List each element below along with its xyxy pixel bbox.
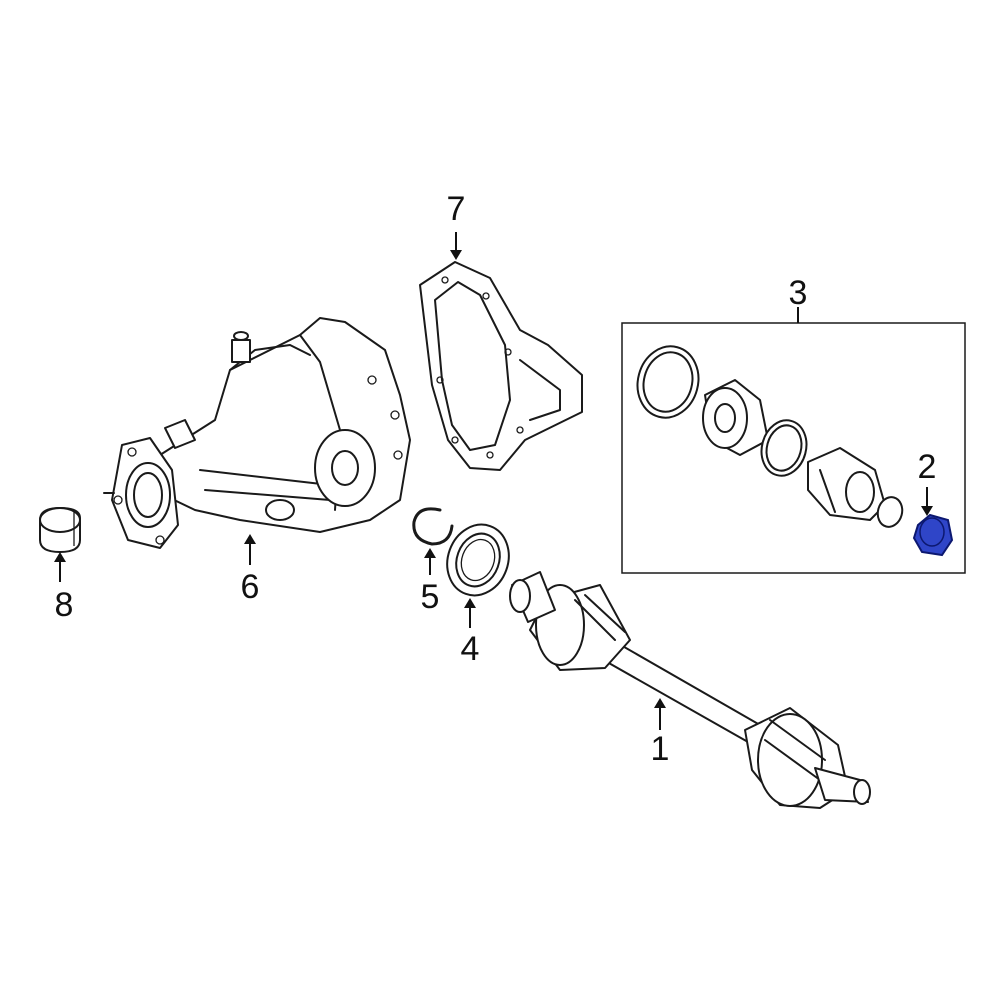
part-2-axle-nut[interactable] [912, 513, 954, 557]
callout-label-5: 5 [420, 578, 440, 616]
part-6-differential-housing[interactable] [103, 317, 411, 549]
callout-label-2: 2 [917, 448, 937, 486]
part-4-seal[interactable] [437, 516, 518, 604]
part-1-axle-shaft[interactable] [509, 571, 871, 809]
leader-arrows [54, 232, 933, 730]
part-7-cover-gasket[interactable] [419, 261, 583, 471]
part-8-bushing[interactable] [39, 507, 81, 553]
callout-label-1: 1 [650, 730, 670, 768]
part-5-snap-ring[interactable] [412, 507, 454, 546]
callout-label-4: 4 [460, 630, 480, 668]
callout-label-7: 7 [446, 190, 466, 228]
callout-label-3: 3 [788, 274, 808, 312]
callout-label-6: 6 [240, 568, 260, 606]
callout-label-8: 8 [54, 586, 74, 624]
part-3-boot-kit[interactable] [621, 322, 966, 574]
